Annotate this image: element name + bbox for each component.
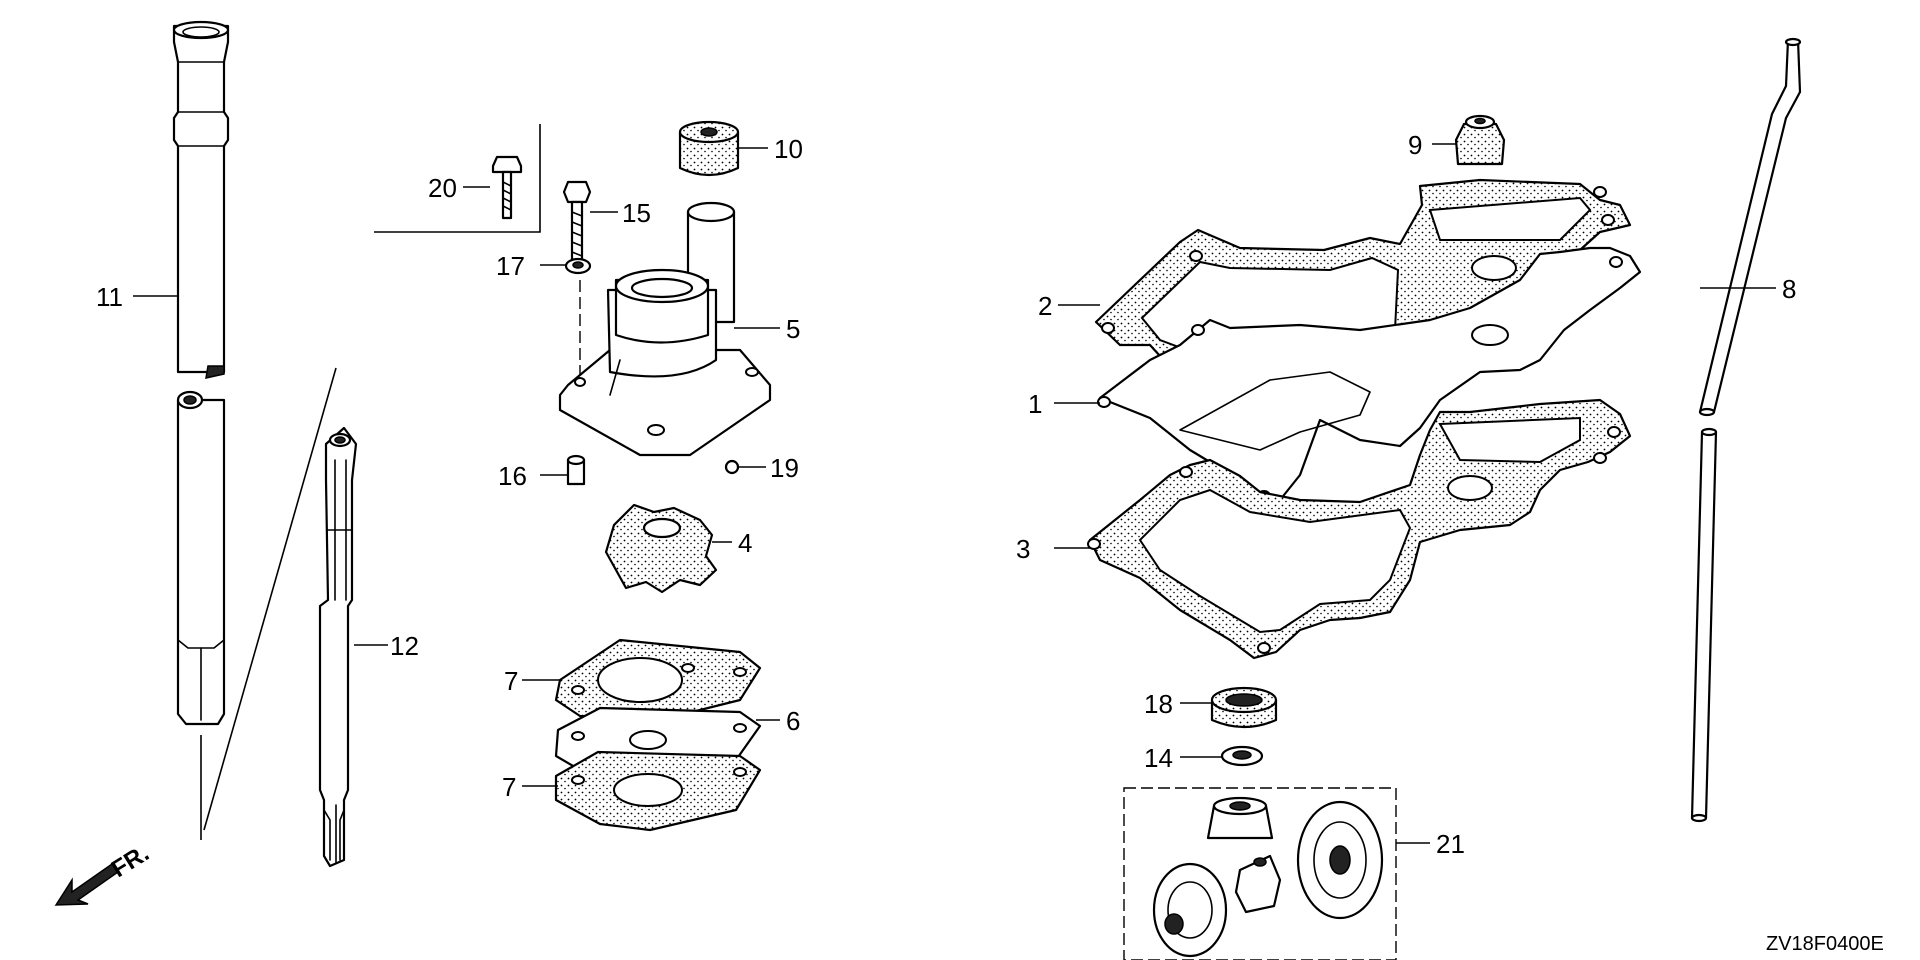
impeller-part-4 — [604, 503, 718, 594]
callout-7a: 7 — [504, 666, 518, 696]
shim-part-14 — [1220, 745, 1264, 767]
o-ring-part-19 — [724, 459, 740, 475]
reverse-gear — [1152, 862, 1228, 958]
callout-4: 4 — [738, 528, 752, 558]
drawing-code: ZV18F0400E — [1766, 933, 1884, 955]
bolt-part-15 — [562, 180, 592, 264]
clutch-dog — [1234, 854, 1282, 914]
dowel-pin-part-16 — [566, 454, 586, 486]
callout-8: 8 — [1782, 274, 1796, 304]
leader-lines — [133, 143, 1776, 844]
part-20-bracket — [374, 124, 541, 233]
washer-part-17 — [564, 257, 592, 375]
callout-20: 20 — [428, 173, 457, 203]
grommet-part-9 — [1454, 114, 1506, 166]
pinion-gear — [1206, 796, 1274, 840]
grommet-part-10 — [678, 120, 740, 177]
callout-12: 12 — [390, 631, 419, 661]
callout-21: 21 — [1436, 829, 1465, 859]
callout-10: 10 — [774, 134, 803, 164]
forward-gear — [1296, 800, 1384, 920]
callout-9: 9 — [1408, 130, 1422, 160]
callout-16: 16 — [498, 461, 527, 491]
front-arrow-icon: FR. — [54, 840, 154, 906]
callout-15: 15 — [622, 198, 651, 228]
gear-set-part-21 — [1123, 787, 1397, 960]
gasket-part-1 — [1097, 246, 1642, 502]
callout-14: 14 — [1144, 743, 1173, 773]
water-tube-part-8 — [1690, 37, 1802, 823]
bearing-part-18 — [1210, 686, 1278, 729]
callout-17: 17 — [496, 251, 525, 281]
callout-18: 18 — [1144, 689, 1173, 719]
callout-labels: 11 12 20 15 17 5 10 16 19 4 7 6 7 2 1 3 … — [96, 130, 1796, 859]
gasket-part-3 — [1087, 398, 1632, 660]
bolt-part-20 — [491, 155, 523, 220]
callout-3: 3 — [1016, 534, 1030, 564]
callout-19: 19 — [770, 453, 799, 483]
gasket-upper-part-7 — [554, 638, 762, 722]
callout-1: 1 — [1028, 389, 1042, 419]
drive-shaft-part-12 — [203, 367, 358, 868]
gasket-lower-part-7 — [554, 750, 762, 832]
front-marker-label: FR. — [107, 840, 154, 883]
callout-5: 5 — [786, 314, 800, 344]
callout-2: 2 — [1038, 291, 1052, 321]
callout-6: 6 — [786, 706, 800, 736]
callout-7b: 7 — [502, 772, 516, 802]
pump-housing-part-5 — [558, 201, 772, 457]
water-tube-part-11 — [172, 20, 230, 840]
callout-11: 11 — [96, 282, 123, 312]
